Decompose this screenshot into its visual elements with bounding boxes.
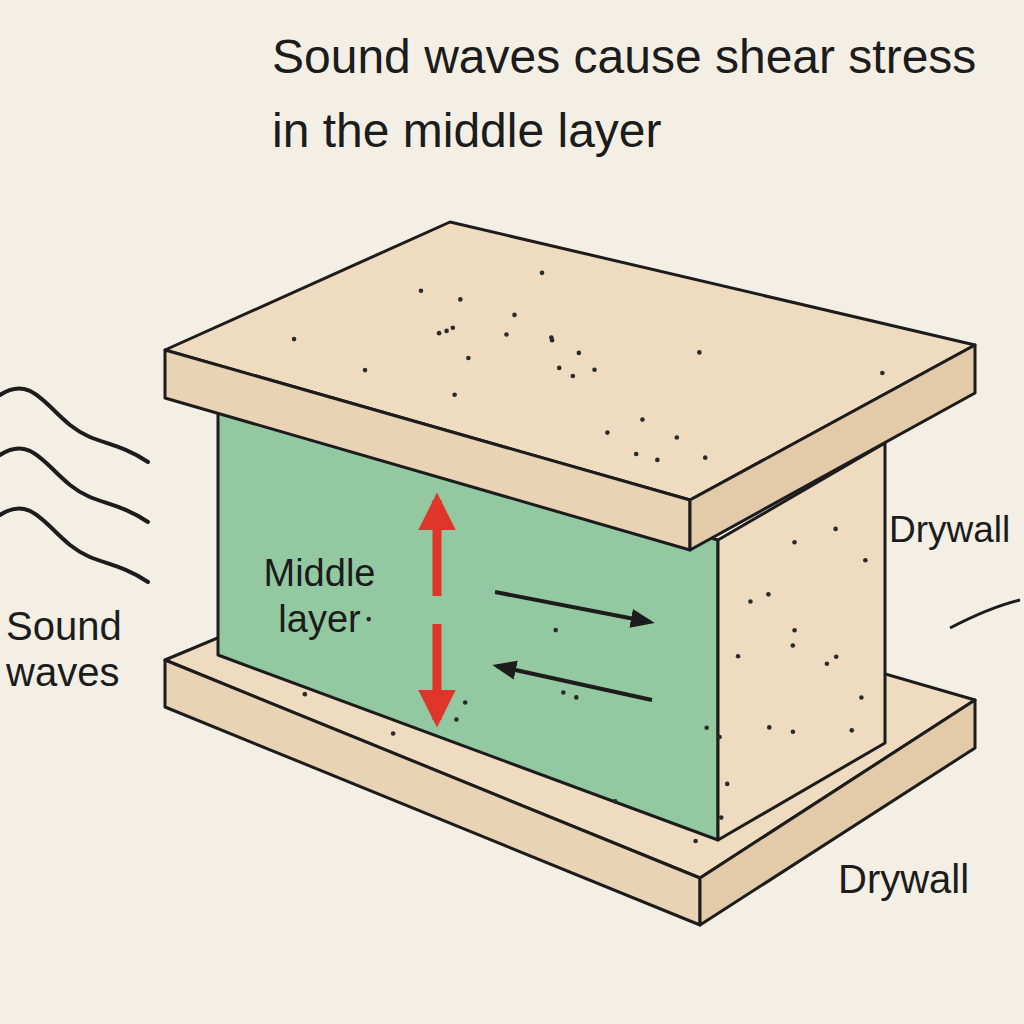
speckle: [444, 329, 449, 334]
speckle: [419, 288, 424, 293]
speckle: [592, 367, 597, 372]
speckle: [634, 452, 639, 457]
speckle: [640, 417, 645, 422]
speckle: [613, 799, 618, 804]
speckle: [540, 271, 545, 276]
sound-label: Sound waves: [6, 603, 146, 695]
speckle: [703, 455, 708, 460]
red-arrow-up: [433, 500, 442, 596]
speckle: [736, 654, 741, 659]
speckle: [292, 337, 297, 342]
speckle: [791, 643, 796, 648]
speckle: [571, 374, 576, 379]
speckle: [693, 839, 698, 844]
speckle: [451, 325, 456, 330]
speckle: [849, 728, 854, 733]
speckle: [880, 371, 885, 376]
speckle: [512, 313, 517, 318]
layer-label: Middle layer: [234, 550, 405, 642]
speckle: [452, 392, 457, 397]
speckle: [697, 350, 702, 355]
stress-arrows: [437, 500, 652, 720]
diagram-title: Sound waves cause shear stress in the mi…: [272, 20, 1016, 168]
speckle: [391, 731, 396, 736]
sound-wave-lines: [0, 388, 148, 582]
speckle: [675, 435, 680, 440]
drywall-label: Drywall: [889, 508, 1021, 552]
speckle: [557, 366, 562, 371]
red-arrow-down: [433, 624, 442, 720]
speckle: [466, 356, 471, 361]
speckle: [454, 717, 459, 722]
speckle: [859, 695, 864, 700]
speckle: [825, 661, 830, 666]
speckle: [717, 735, 722, 740]
speckle: [655, 458, 660, 463]
surface-speckles: [292, 271, 885, 844]
speckle: [504, 332, 509, 337]
speckle: [458, 297, 463, 302]
speckle: [577, 351, 582, 356]
shear-arrow-left: [497, 666, 652, 700]
speckle: [363, 368, 368, 373]
speckle: [792, 540, 797, 545]
speckle: [863, 558, 868, 563]
speckle: [549, 335, 554, 340]
speckle: [366, 617, 371, 622]
speckle: [463, 700, 468, 705]
speckle: [303, 692, 308, 697]
speckle: [833, 527, 838, 532]
speckle: [437, 331, 442, 336]
shear-arrow-right: [495, 592, 650, 622]
speckle: [704, 725, 709, 730]
speckle: [834, 654, 839, 659]
speckle: [605, 430, 610, 435]
middle-layer-face: Middle layer: [232, 548, 407, 644]
speckle: [766, 592, 771, 597]
speckle: [748, 599, 753, 604]
speckle: [792, 628, 797, 633]
top-drywall-slab: [165, 222, 975, 550]
speckle: [553, 628, 558, 633]
speckle: [719, 815, 724, 820]
drywall-label: Drywall: [838, 856, 1008, 902]
speckle: [574, 695, 579, 700]
leader-line: [950, 600, 1020, 628]
speckle: [725, 782, 730, 787]
speckle: [767, 725, 772, 730]
speckle: [791, 729, 796, 734]
speckle: [561, 690, 566, 695]
